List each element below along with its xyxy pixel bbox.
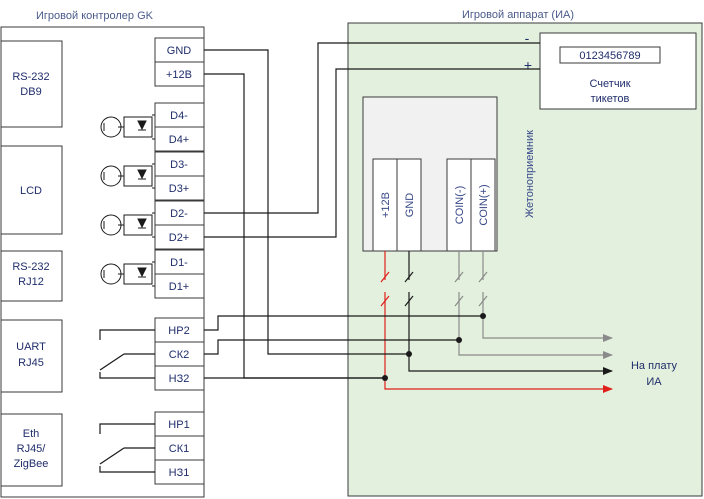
module-rs232-rj12-line1: RS-232 [12, 261, 49, 273]
junction-dots [382, 313, 486, 381]
pin-block-power: GND +12В [154, 37, 205, 87]
acceptor-pin-coin-plus: COIN(+) [478, 184, 490, 225]
pin-d2-plus: D2+ [169, 232, 190, 244]
pin-d2-minus: D2- [170, 208, 188, 220]
pin-gnd: GND [167, 45, 192, 57]
pin-d1-minus: D1- [170, 257, 188, 269]
pin-d4-minus: D4- [170, 110, 188, 122]
board-label-line1: На плату [631, 360, 678, 372]
optocoupler-icon [100, 163, 155, 189]
module-eth-zigbee: Eth RJ45/ ZigBee [0, 413, 63, 487]
pin-block-d1: D1- D1+ [154, 249, 205, 299]
pin-block-relay2: НР2 СК2 НЗ2 [154, 317, 205, 391]
module-rs232-db9-line2: DB9 [20, 86, 41, 98]
wires [204, 42, 613, 393]
wire-coin-minus [458, 292, 613, 359]
pin-d3-plus: D3+ [169, 183, 190, 195]
pin-com1: СК1 [169, 443, 189, 455]
wire-coin-plus [482, 292, 613, 342]
optocoupler-icon [100, 114, 155, 140]
counter-label-line1: Счетчик [589, 78, 630, 90]
controller-title: Игровой контролер GK [36, 10, 154, 22]
pin-12v: +12В [166, 69, 192, 81]
pin-nc1: НЗ1 [169, 467, 190, 479]
counter-minus-sign: - [525, 30, 530, 46]
optocoupler-icon [100, 212, 155, 238]
pin-com2: СК2 [169, 349, 189, 361]
module-uart-rj45-line1: UART [16, 341, 46, 353]
relay-contact-icon [99, 329, 155, 379]
counter-plus-sign: + [524, 57, 532, 73]
counter-number: 0123456789 [579, 50, 640, 62]
wire-d2-minus-counter [204, 42, 540, 214]
coin-acceptor: +12В GND COIN(-) COIN(+) Жетоноприемник [362, 96, 536, 252]
relay-contact-icon [99, 423, 155, 473]
module-uart-rj45: UART RJ45 [0, 319, 63, 393]
module-rs232-db9-line1: RS-232 [12, 71, 49, 83]
pin-block-d4: D4- D4+ [154, 102, 205, 152]
acceptor-pin-coin-minus: COIN(-) [454, 186, 466, 225]
module-uart-rj45-line2: RJ45 [18, 357, 44, 369]
module-lcd: LCD [0, 145, 63, 235]
acceptor-pin-gnd: GND [404, 193, 416, 218]
counter-label-line2: тикетов [591, 93, 630, 105]
pin-no1: НР1 [168, 419, 189, 431]
wire-gnd [204, 49, 409, 355]
wire-12v [204, 73, 385, 379]
wire-d2-plus-counter [204, 68, 540, 238]
module-rs232-rj12: RS-232 RJ12 [0, 250, 63, 302]
machine-title: Игровой аппарат (ИА) [462, 9, 574, 21]
wire-acceptor-12v [384, 292, 613, 393]
pin-no2: НР2 [168, 325, 189, 337]
board-label-line2: ИА [646, 376, 662, 388]
module-rs232-db9: RS-232 DB9 [0, 40, 63, 128]
pin-block-d3: D3- D3+ [154, 151, 205, 201]
pin-nc2: НЗ2 [169, 373, 190, 385]
wire-no2 [204, 315, 483, 331]
acceptor-pin-12v: +12В [380, 192, 392, 218]
module-lcd-label: LCD [20, 185, 42, 197]
optocoupler-icon [100, 261, 155, 287]
acceptor-label: Жетоноприемник [524, 130, 536, 218]
module-rs232-rj12-line2: RJ12 [18, 276, 44, 288]
wire-acceptor-gnd [408, 292, 613, 375]
pin-d4-plus: D4+ [169, 134, 190, 146]
pin-d1-plus: D1+ [169, 281, 190, 293]
module-eth-line3: ZigBee [14, 458, 49, 470]
ticket-counter: 0123456789 Счетчик тикетов - + [524, 30, 697, 110]
module-eth-line2: RJ45/ [17, 443, 47, 455]
wire-com2 [204, 339, 459, 355]
pin-block-d2: D2- D2+ [154, 200, 205, 250]
module-eth-line1: Eth [23, 428, 40, 440]
pin-d3-minus: D3- [170, 159, 188, 171]
pin-block-relay1: НР1 СК1 НЗ1 [154, 411, 205, 485]
